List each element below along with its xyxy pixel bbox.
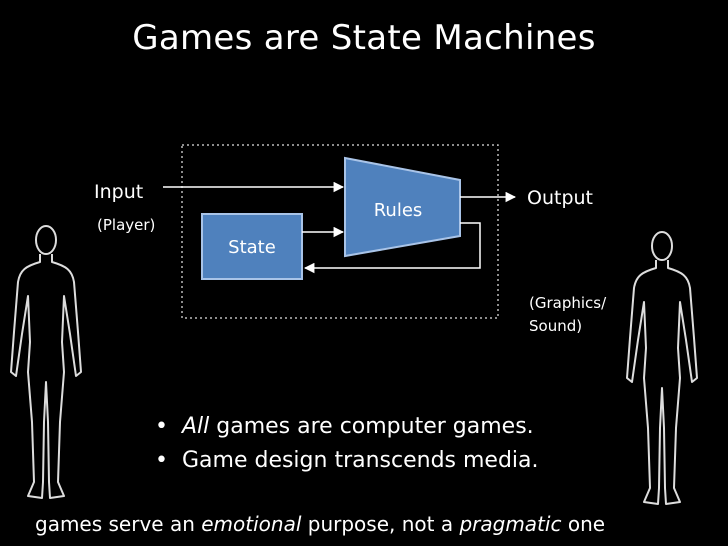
system-boundary xyxy=(181,144,499,319)
footer-emphasis: emotional xyxy=(201,512,302,536)
bullet-item: All games are computer games. xyxy=(155,410,539,444)
player-label: (Player) xyxy=(97,216,155,234)
bullet-text: games are computer games. xyxy=(209,414,534,439)
state-label: State xyxy=(228,237,276,258)
human-figure-icon xyxy=(10,225,82,499)
bullet-list: All games are computer games. Game desig… xyxy=(155,410,539,478)
feedback-arrow xyxy=(303,222,481,274)
input-label: Input xyxy=(94,181,143,203)
graphics-label-line1: (Graphics/ xyxy=(529,294,607,312)
state-block xyxy=(201,213,303,280)
bullet-text: Game design transcends media. xyxy=(181,448,539,473)
graphics-label-line2: Sound) xyxy=(529,317,582,335)
bullet-emphasis: All xyxy=(181,414,210,439)
footer-text: games serve an xyxy=(35,512,202,536)
footer-text: one xyxy=(561,512,606,536)
bullet-item: Game design transcends media. xyxy=(155,444,539,478)
human-figure-icon xyxy=(626,231,698,505)
output-label: Output xyxy=(527,187,593,209)
footer-emphasis: pragmatic xyxy=(459,512,562,536)
footer-text: purpose, not a xyxy=(301,512,460,536)
slide-title: Games are State Machines xyxy=(132,18,596,58)
rules-label: Rules xyxy=(374,200,423,221)
rules-block xyxy=(344,156,461,258)
footer-statement: games serve an emotional purpose, not a … xyxy=(35,512,605,536)
